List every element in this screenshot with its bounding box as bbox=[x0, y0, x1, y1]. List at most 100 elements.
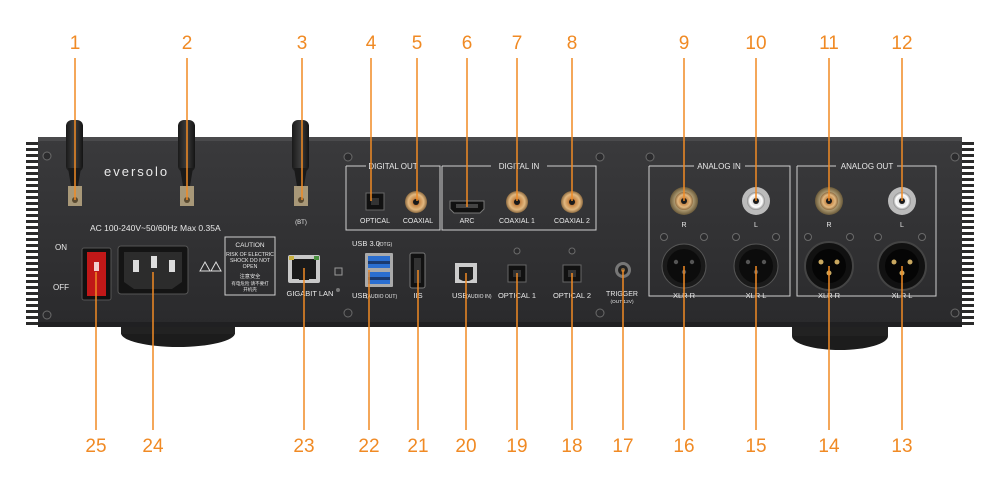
section-title-digital-out: DIGITAL OUT bbox=[368, 162, 417, 171]
switch-off-label: OFF bbox=[53, 283, 69, 292]
usb3-sub-label: (OTG) bbox=[378, 242, 392, 248]
heatsink-fin bbox=[26, 304, 38, 307]
trigger-label: TRIGGER bbox=[606, 291, 638, 298]
heatsink-fin bbox=[962, 304, 974, 307]
heatsink-fin bbox=[26, 196, 38, 199]
callout-5: 5 bbox=[411, 33, 423, 54]
caution-title: CAUTION bbox=[235, 242, 265, 249]
caution-line-2: SHOCK DO NOT bbox=[230, 258, 271, 264]
heatsink-fin bbox=[26, 226, 38, 229]
heatsink-fin bbox=[962, 172, 974, 175]
analog-out-l-label: L bbox=[900, 222, 904, 229]
heatsink-fin bbox=[962, 232, 974, 235]
usb-in-sub-label: (AUDIO IN) bbox=[466, 294, 492, 300]
heatsink-fin bbox=[26, 316, 38, 319]
heatsink-fin bbox=[962, 292, 974, 295]
switch-on-label: ON bbox=[55, 243, 67, 252]
heatsink-fin bbox=[26, 286, 38, 289]
callout-21: 21 bbox=[407, 436, 429, 457]
callout-15: 15 bbox=[745, 436, 767, 457]
heatsink-fin bbox=[962, 154, 974, 157]
caution-label: CAUTION RISK OF ELECTRIC SHOCK DO NOT OP… bbox=[224, 236, 276, 296]
antenna-bt: (BT) bbox=[292, 120, 309, 226]
optical-out-label: OPTICAL bbox=[360, 218, 390, 225]
heatsink-fin bbox=[962, 256, 974, 259]
heatsink-fin bbox=[26, 190, 38, 193]
heatsink-fin bbox=[962, 244, 974, 247]
heatsink-fin bbox=[26, 268, 38, 271]
heatsink-fin bbox=[26, 256, 38, 259]
chassis-back-panel bbox=[38, 137, 962, 327]
trigger-sub-label: (OUT 12V) bbox=[610, 299, 634, 305]
warning-symbols bbox=[199, 260, 222, 272]
coaxial-2-in-port: COAXIAL 2 bbox=[554, 191, 590, 225]
caution-line-3: OPEN bbox=[243, 264, 258, 270]
heatsink-fin bbox=[962, 208, 974, 211]
heatsink-fin bbox=[962, 316, 974, 319]
panel-screws bbox=[42, 151, 960, 320]
heatsink-fin bbox=[26, 142, 38, 145]
heatsink-fin bbox=[26, 310, 38, 313]
callout-8: 8 bbox=[566, 33, 578, 54]
heatsink-fin bbox=[962, 190, 974, 193]
heatsink-fin bbox=[962, 196, 974, 199]
usb-in-label: USB bbox=[452, 291, 467, 300]
callout-25: 25 bbox=[85, 436, 107, 457]
ac-power-inlet bbox=[117, 245, 189, 295]
heatsink-fin bbox=[26, 184, 38, 187]
heatsink-fin bbox=[962, 226, 974, 229]
heatsink-fin bbox=[962, 166, 974, 169]
heatsink-fin bbox=[26, 280, 38, 283]
caution-cn-title: 注意安全 bbox=[240, 272, 262, 280]
callout-1: 1 bbox=[69, 33, 81, 54]
heatsink-fin bbox=[26, 298, 38, 301]
caution-line-1: RISK OF ELECTRIC bbox=[226, 252, 274, 258]
heatsink-fin bbox=[962, 298, 974, 301]
arc-label: ARC bbox=[460, 218, 475, 225]
analog-in-r-label: R bbox=[681, 222, 686, 229]
coaxial-1-in-port: COAXIAL 1 bbox=[499, 191, 535, 225]
section-title-analog-out: ANALOG OUT bbox=[841, 162, 894, 171]
heatsink-fin bbox=[26, 202, 38, 205]
heatsink-fins bbox=[26, 142, 974, 325]
heatsink-fin bbox=[26, 244, 38, 247]
heatsink-fin bbox=[962, 184, 974, 187]
heatsink-fin bbox=[26, 154, 38, 157]
callout-22: 22 bbox=[358, 436, 380, 457]
callout-12: 12 bbox=[891, 33, 913, 54]
callout-6: 6 bbox=[461, 33, 473, 54]
callout-19: 19 bbox=[506, 436, 528, 457]
heatsink-fin bbox=[26, 238, 38, 241]
callout-17: 17 bbox=[612, 436, 634, 457]
usb3-label: USB 3.0 bbox=[352, 239, 380, 248]
callout-3: 3 bbox=[296, 33, 308, 54]
heatsink-fin bbox=[962, 238, 974, 241]
heatsink-fin bbox=[26, 148, 38, 151]
callout-14: 14 bbox=[818, 436, 840, 457]
heatsink-fin bbox=[962, 310, 974, 313]
caution-cn-line-2: 开机壳 bbox=[243, 286, 257, 293]
coaxial-1-label: COAXIAL 1 bbox=[499, 218, 535, 225]
heatsink-fin bbox=[26, 322, 38, 325]
usb-out-label: USB bbox=[352, 291, 367, 300]
coaxial-2-label: COAXIAL 2 bbox=[554, 218, 590, 225]
callout-23: 23 bbox=[293, 436, 315, 457]
heatsink-fin bbox=[962, 268, 974, 271]
callout-4: 4 bbox=[365, 33, 377, 54]
heatsink-fin bbox=[26, 160, 38, 163]
power-spec: AC 100-240V~50/60Hz Max 0.35A bbox=[90, 223, 221, 233]
analog-in-l-label: L bbox=[754, 222, 758, 229]
heatsink-fin bbox=[962, 274, 974, 277]
analog-out-r-label: R bbox=[826, 222, 831, 229]
heatsink-fin bbox=[962, 202, 974, 205]
lan-label: GIGABIT LAN bbox=[287, 289, 334, 298]
callout-11: 11 bbox=[819, 33, 839, 54]
callout-13: 13 bbox=[891, 436, 913, 457]
coaxial-out-label: COAXIAL bbox=[403, 218, 433, 225]
caution-cn-line-1: 有电危险 请不要打 bbox=[231, 280, 269, 287]
heatsink-fin bbox=[26, 250, 38, 253]
antenna-bt-label: (BT) bbox=[295, 220, 307, 226]
heatsink-fin bbox=[962, 262, 974, 265]
heatsink-fin bbox=[962, 160, 974, 163]
